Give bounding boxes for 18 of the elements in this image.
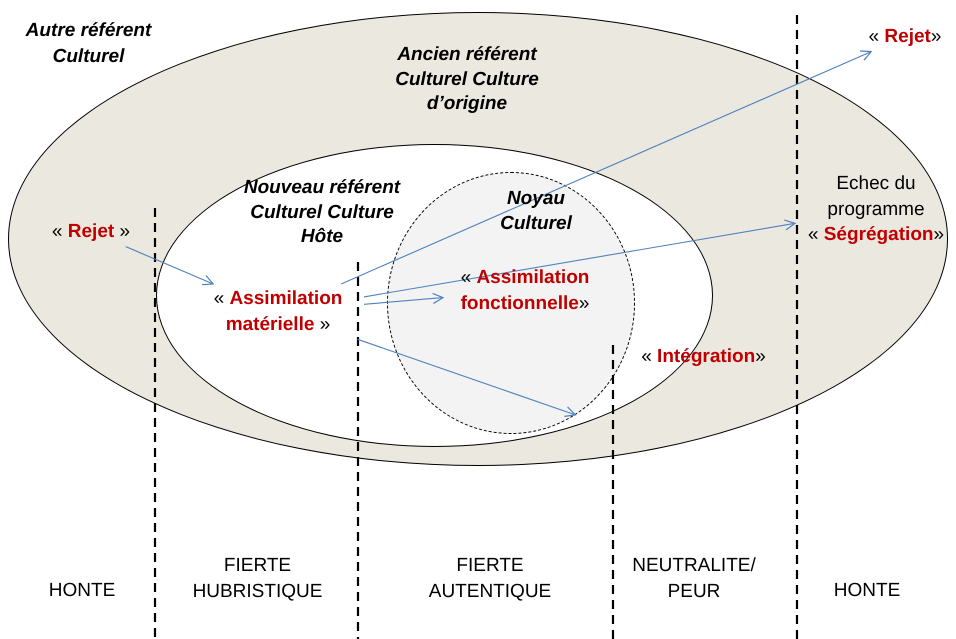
zone-label: FIERTE AUTENTIQUE [428,554,552,604]
arrow [364,219,796,298]
arrow [125,246,214,286]
arrow [340,50,872,284]
arrow [364,292,444,305]
term-label: « Assimilation matérielle » [194,286,362,338]
arrow [357,338,576,417]
region-title: Autre référent Culturel [24,19,153,69]
term-label: « Ségrégation» [808,223,944,248]
term-label: « Rejet » [31,219,151,245]
note-text: Echec du programme [826,172,926,222]
zone-label: FIERTE HUBRISTIQUE [192,554,324,604]
term-label: « Rejet» [856,24,954,50]
zone-label: HONTE [48,579,116,603]
zone-label: HONTE [832,579,902,603]
region-title: Ancien référent Culturel Culture d’origine [394,43,540,116]
zone-label: NEUTRALITE/ PEUR [631,554,757,604]
region-title: Nouveau référent Culturel Culture Hôte [242,176,402,250]
